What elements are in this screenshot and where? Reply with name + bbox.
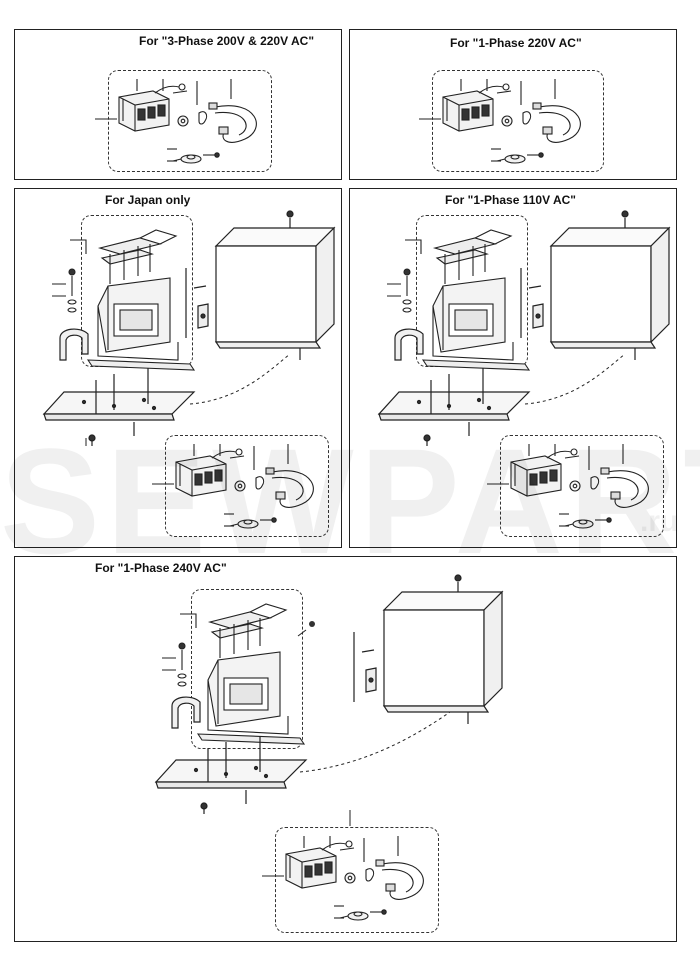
panel-title: For "3-Phase 200V & 220V AC" [139, 34, 315, 48]
panel-title: For "1-Phase 240V AC" [95, 561, 227, 575]
transformer-group [191, 589, 303, 749]
panel-title: For "1-Phase 110V AC" [445, 193, 576, 207]
terminal-kit-group [500, 435, 664, 537]
terminal-kit-group [165, 435, 329, 537]
terminal-kit-group [432, 70, 604, 172]
terminal-kit-group [275, 827, 439, 933]
panel-3-phase-200-220v: For "3-Phase 200V & 220V AC" [14, 29, 342, 180]
terminal-kit-group [108, 70, 272, 172]
panel-title: For "1-Phase 220V AC" [450, 36, 582, 50]
panel-title: For Japan only [105, 193, 191, 207]
